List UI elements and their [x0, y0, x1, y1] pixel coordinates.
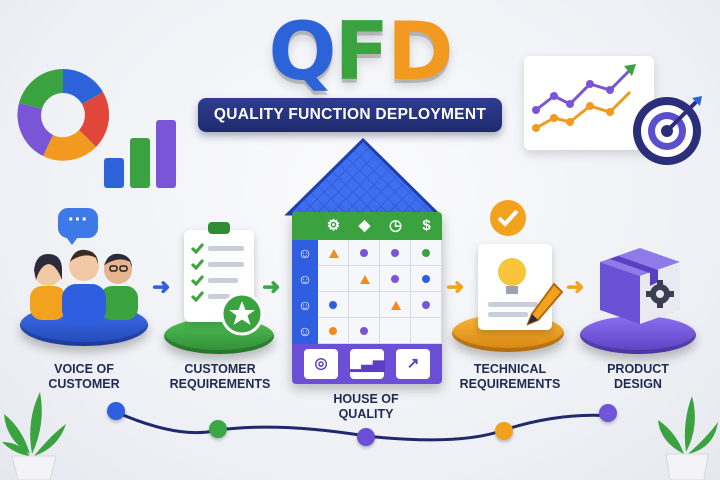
matrix-row-headers [292, 240, 318, 344]
bar-chart-icon: ▁▃▅ [350, 349, 385, 379]
matrix-cell [380, 240, 411, 266]
person-icon: ☺ [297, 323, 313, 339]
step-label-house-of-quality: HOUSE OF QUALITY [333, 392, 399, 421]
matrix-dot-mark [391, 275, 399, 283]
title-letter-f: F [334, 5, 389, 98]
matrix-cell [318, 266, 349, 292]
matrix-cell [318, 318, 349, 344]
house-of-quality-matrix: ⚙ ◆ ◷ $ ☺ ☺ ☺ ☺ ◎ ▁▃▅ ↗ [292, 212, 442, 384]
matrix-cell [380, 318, 411, 344]
line-chart-icon [532, 64, 636, 132]
shield-icon: ◆ [358, 217, 371, 234]
arrow-right-icon: ➜ [262, 274, 281, 299]
arrow-right-icon: ➜ [152, 274, 171, 299]
dollar-icon: $ [422, 217, 431, 234]
matrix-triangle-mark [329, 249, 339, 258]
timeline-dot [107, 402, 125, 420]
matrix-cell [349, 240, 380, 266]
matrix-cell [411, 266, 442, 292]
qfd-logo: QFD [268, 5, 453, 98]
matrix-cell [411, 240, 442, 266]
matrix-cell [411, 318, 442, 344]
speech-bubble-icon: ··· [58, 208, 98, 245]
matrix-dot-mark [391, 249, 399, 257]
plant-left-icon [2, 392, 66, 480]
matrix-dot-mark [329, 301, 337, 309]
bar-chart-icon [104, 118, 184, 188]
matrix-dot-mark [360, 249, 368, 257]
house-roof-icon [284, 137, 442, 216]
matrix-cell [349, 292, 380, 318]
title-letter-q: Q [268, 5, 336, 98]
timeline-dot [357, 428, 375, 446]
product-box-icon [600, 248, 680, 324]
trend-icon: ↗ [396, 349, 430, 379]
arrow-right-icon: ➜ [446, 274, 465, 299]
matrix-cell [380, 292, 411, 318]
step-label-customer-requirements: CUSTOMER REQUIREMENTS [169, 362, 271, 391]
step-label-technical-requirements: TECHNICAL REQUIREMENTS [459, 362, 561, 391]
matrix-dot-mark [329, 327, 337, 335]
matrix-triangle-mark [360, 275, 370, 284]
subtitle-banner: QUALITY FUNCTION DEPLOYMENT [198, 98, 502, 132]
step-label-voice-of-customer: VOICE OF CUSTOMER [48, 362, 120, 391]
timeline-dot [495, 422, 513, 440]
timeline-dot [209, 420, 227, 438]
person-icon: ☺ [297, 271, 313, 287]
matrix-dot-mark [422, 249, 430, 257]
matrix-cell [318, 292, 349, 318]
step-label-product-design: PRODUCT DESIGN [607, 362, 669, 391]
matrix-cell [349, 318, 380, 344]
donut-chart-icon [17, 68, 110, 161]
pencil-icon [526, 282, 564, 326]
target-icon [633, 96, 702, 165]
check-badge-icon [490, 200, 526, 236]
matrix-dot-mark [422, 301, 430, 309]
arrow-right-icon: ➜ [566, 274, 585, 299]
timeline-dot [599, 404, 617, 422]
matrix-header [292, 212, 442, 240]
matrix-cell [411, 292, 442, 318]
matrix-cell [349, 266, 380, 292]
clock-icon: ◷ [388, 217, 403, 234]
star-badge-icon [220, 292, 264, 336]
matrix-cell [380, 266, 411, 292]
matrix-dot-mark [360, 327, 368, 335]
line-chart-card [524, 56, 654, 150]
gear-icon: ⚙ [326, 217, 341, 234]
title-letter-d: D [387, 5, 453, 98]
matrix-dot-mark [422, 275, 430, 283]
person-icon: ☺ [297, 245, 313, 261]
matrix-cell [318, 240, 349, 266]
page-title: QFD [0, 6, 720, 98]
customers-icon [30, 249, 138, 324]
person-icon: ☺ [297, 297, 313, 313]
plant-right-icon [658, 396, 718, 480]
matrix-triangle-mark [391, 301, 401, 310]
target-icon: ◎ [304, 349, 338, 379]
